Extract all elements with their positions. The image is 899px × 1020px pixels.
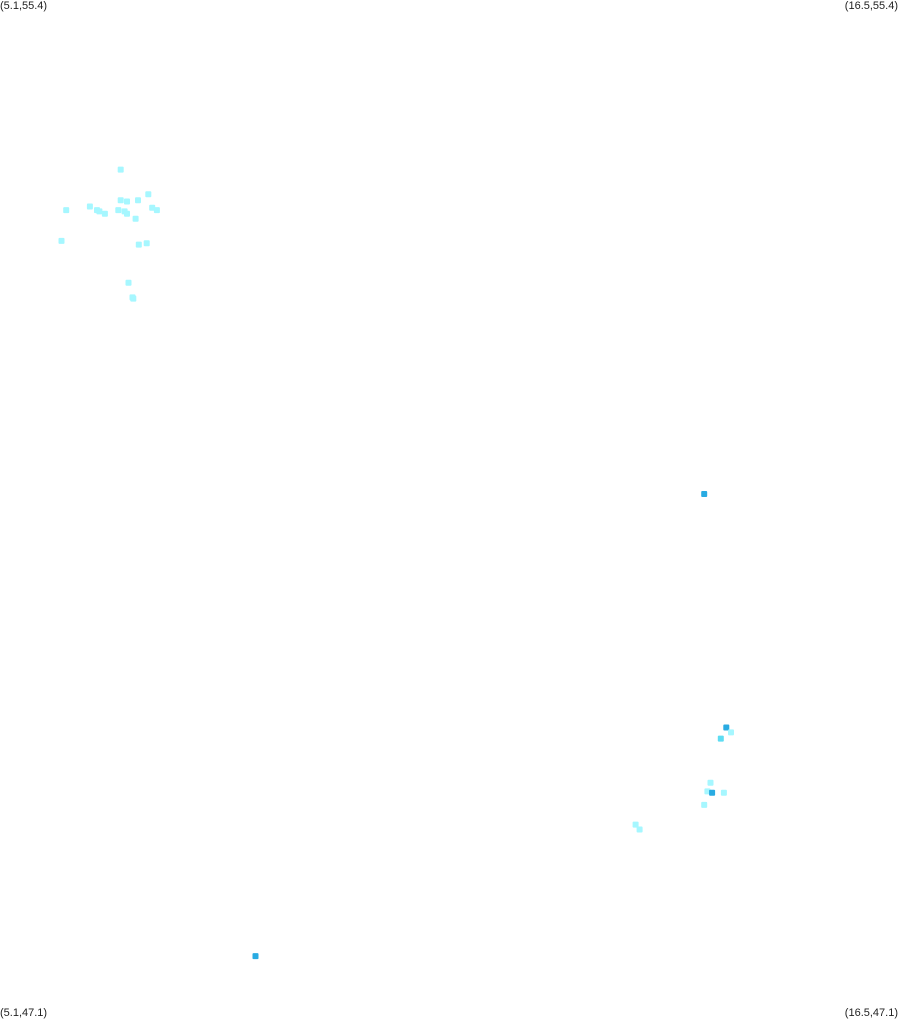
- map-point-26: [707, 779, 714, 786]
- map-point-33: [252, 953, 259, 960]
- map-point-6: [96, 208, 103, 215]
- map-point-21: [129, 294, 136, 301]
- map-point-30: [701, 801, 708, 808]
- map-point-23: [723, 724, 730, 731]
- map-point-19: [125, 279, 132, 286]
- map-point-12: [124, 198, 130, 205]
- corner-label-top-left: (5.1,55.4): [0, 0, 48, 12]
- map-point-0: [117, 166, 124, 173]
- map-point-4: [86, 203, 93, 210]
- map-point-18: [143, 240, 150, 247]
- map-point-1: [145, 191, 152, 198]
- map-point-11: [117, 197, 124, 204]
- map-point-7: [101, 210, 108, 217]
- corner-label-top-right: (16.5,55.4): [844, 0, 898, 12]
- map-point-25: [717, 735, 724, 742]
- map-point-3: [63, 207, 70, 214]
- map-point-22: [701, 491, 708, 497]
- map-point-27: [704, 788, 711, 795]
- corner-label-bottom-left: (5.1,47.1): [0, 1007, 48, 1019]
- map-point-24: [728, 729, 734, 736]
- map-point-13: [132, 215, 139, 222]
- map-point-16: [58, 237, 65, 244]
- map-point-10: [124, 210, 130, 217]
- map-point-15: [149, 204, 156, 211]
- corner-label-bottom-right: (16.5,47.1): [844, 1007, 898, 1019]
- map-point-32: [636, 826, 643, 833]
- map-point-14: [153, 207, 160, 214]
- map-point-17: [135, 241, 142, 248]
- map-point-8: [115, 207, 122, 214]
- map-point-2: [135, 197, 141, 204]
- map-point-29: [720, 789, 727, 796]
- map-point-31: [632, 821, 639, 828]
- map-point-28: [709, 789, 716, 796]
